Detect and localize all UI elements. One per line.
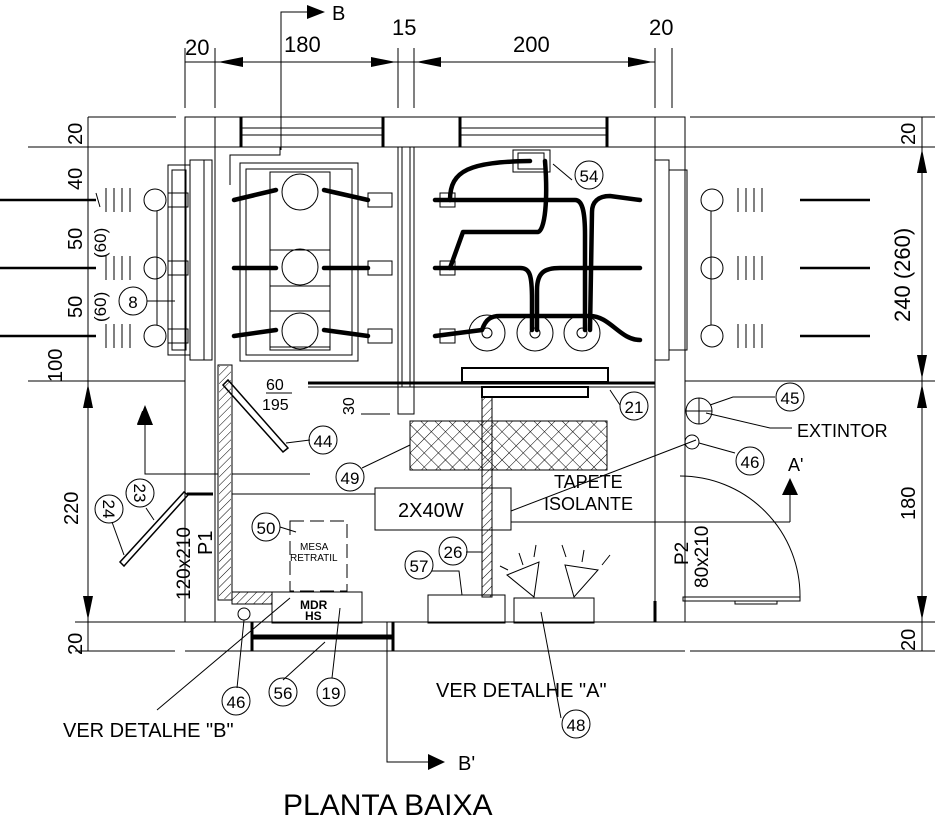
dim-top-1: 20: [185, 35, 209, 60]
svg-text:49: 49: [341, 469, 360, 488]
callout-8: 8: [118, 286, 175, 316]
dim-top-5: 20: [649, 15, 673, 40]
mat-label-2: ISOLANTE: [544, 494, 633, 514]
right-dimensions: [685, 117, 935, 652]
callout-24: 24: [94, 494, 125, 556]
dim-left-2: 40: [65, 168, 87, 190]
left-entrance-insulators: [0, 159, 213, 361]
callout-19: 19: [316, 607, 346, 707]
svg-text:45: 45: [781, 389, 800, 408]
callout-46-right: 46: [698, 442, 765, 476]
callout-50: 50: [251, 512, 297, 542]
fire-extinguisher-symbol: [684, 397, 713, 450]
insulator-string-3: [0, 324, 189, 348]
callout-49: 49: [335, 444, 411, 492]
dim-left-3: 50: [65, 228, 87, 250]
svg-text:46: 46: [227, 693, 246, 712]
table-label-1: MESA: [300, 542, 329, 553]
svg-text:48: 48: [567, 716, 586, 735]
dim-right-3: 180: [898, 487, 920, 520]
table-label-2: RETRATIL: [290, 553, 338, 564]
callout-54: 54: [552, 160, 604, 190]
detail-b-label: VER DETALHE "B": [63, 720, 234, 742]
callout-23: 23: [125, 478, 155, 521]
left-dimensions: [75, 117, 185, 652]
door-p1-size: 120x210: [174, 527, 195, 600]
lamp-label: 2X40W: [398, 500, 464, 522]
svg-text:23: 23: [130, 484, 149, 503]
svg-text:56: 56: [274, 684, 293, 703]
section-b-prime-label: B': [458, 753, 475, 775]
callout-44: 44: [285, 425, 338, 455]
svg-text:46: 46: [741, 453, 760, 472]
callout-48: 48: [540, 611, 591, 739]
svg-text:26: 26: [444, 543, 463, 562]
section-b-label: B: [332, 3, 345, 25]
section-marker-b: B: [280, 3, 345, 150]
dim-right-1: 20: [898, 123, 920, 145]
svg-text:57: 57: [410, 557, 429, 576]
dim-top-3: 15: [392, 15, 416, 40]
svg-text:8: 8: [128, 293, 137, 312]
dim-left-9: 20: [65, 633, 87, 655]
right-entrance-insulators: [654, 159, 870, 361]
section-a-label: A: [137, 408, 149, 428]
insulator-string-1: [0, 188, 189, 212]
dim-top-2: 180: [284, 32, 321, 57]
svg-text:50: 50: [257, 519, 276, 538]
callout-57: 57: [404, 550, 463, 596]
switchgear: [229, 147, 393, 362]
section-a-prime-label: A': [788, 455, 803, 475]
dim-right-4: 20: [898, 629, 920, 651]
dim-left-8: 220: [61, 492, 83, 525]
callout-56: 56: [268, 641, 326, 707]
drawing-title: PLANTA BAIXA: [283, 789, 493, 822]
svg-text:44: 44: [314, 432, 333, 451]
extinguisher-label: EXTINTOR: [797, 421, 888, 441]
dim-left-1: 20: [65, 123, 87, 145]
svg-text:24: 24: [99, 500, 118, 519]
insulator-string-6: [700, 324, 870, 348]
dim-left-7: 100: [45, 349, 67, 382]
callout-45: 45: [709, 382, 805, 412]
insulator-string-2: [0, 256, 189, 280]
dim-left-4: (60): [91, 228, 110, 258]
detail-a-label: VER DETALHE "A": [436, 680, 607, 702]
svg-text:19: 19: [322, 684, 341, 703]
dim-left-5: 50: [65, 296, 87, 318]
mdr-label-1: MDR: [300, 598, 328, 612]
mdr-label-2: HS: [305, 609, 322, 623]
door-p2-size: 80x210: [692, 526, 713, 588]
callouts: 54 8 21 44 49 45 46 23 24 50 26 57 46 56…: [94, 160, 805, 739]
section-marker-b-prime: B': [386, 622, 475, 775]
insulator-string-4: [700, 188, 870, 212]
lower-room: A A': [118, 364, 803, 624]
dim-right-2: 240 (260): [890, 228, 915, 322]
wall-30-label: 30: [341, 397, 358, 415]
dim-top-4: 200: [513, 32, 550, 57]
svg-text:54: 54: [580, 167, 599, 186]
callout-21: 21: [609, 389, 649, 421]
door-p2-label: P2: [672, 542, 693, 565]
svg-text:21: 21: [625, 398, 644, 417]
door-height-label: 195: [262, 397, 289, 414]
callout-46-bottom: 46: [221, 619, 251, 716]
callout-26: 26: [438, 536, 482, 566]
top-dimensions: 20 180 15 200 20: [184, 15, 673, 108]
dim-left-6: (60): [91, 292, 110, 322]
door-width-label: 60: [266, 377, 284, 394]
door-p1-label: P1: [195, 531, 217, 555]
mat-label-1: TAPETE: [554, 472, 623, 492]
transformer-cabling: [432, 149, 643, 398]
insulator-string-5: [700, 256, 870, 280]
